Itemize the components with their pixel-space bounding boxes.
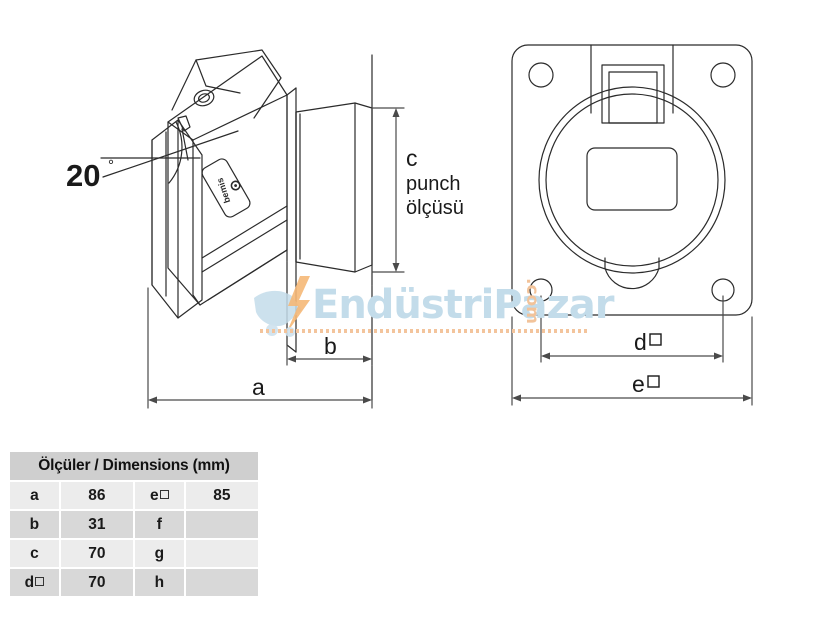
cell-key-h: h bbox=[134, 569, 184, 596]
cell-value-f bbox=[185, 511, 258, 538]
brand-gear-hub-icon bbox=[234, 184, 238, 187]
cell-value-a: 86 bbox=[60, 482, 133, 509]
side-view-rear-body bbox=[295, 102, 373, 273]
dimension-e-square-icon bbox=[647, 375, 660, 388]
square-symbol-icon bbox=[159, 489, 169, 499]
table-row: b 31 f bbox=[10, 511, 258, 538]
dimension-a-label: a bbox=[252, 374, 265, 400]
table-header-row: Ölçüler / Dimensions (mm) bbox=[10, 452, 258, 480]
dimension-d-square-icon bbox=[649, 333, 662, 346]
brand-badge bbox=[201, 158, 251, 218]
dimension-c-note-line2: ölçüsü bbox=[406, 197, 464, 219]
cell-key-e: e bbox=[134, 482, 184, 509]
cell-key-d-text: d bbox=[24, 573, 35, 591]
cell-key-b: b bbox=[10, 511, 59, 538]
dimension-d-label: d bbox=[634, 329, 647, 355]
table-row: a 86 e 85 bbox=[10, 482, 258, 509]
angle-value-label: 20 bbox=[66, 158, 100, 193]
front-view-plate bbox=[511, 44, 753, 316]
dimension-e-label: e bbox=[632, 371, 645, 397]
angle-annotation bbox=[100, 121, 239, 184]
dimensions-table-title: Ölçüler / Dimensions (mm) bbox=[10, 452, 258, 480]
cell-value-d: 70 bbox=[60, 569, 133, 596]
cell-key-f: f bbox=[134, 511, 184, 538]
cell-value-h bbox=[185, 569, 258, 596]
brand-gear-icon bbox=[230, 180, 241, 191]
cell-key-g: g bbox=[134, 540, 184, 567]
brand-wordmark-group: bemis bbox=[215, 177, 241, 204]
side-view-socket-housing bbox=[151, 49, 288, 319]
cell-value-e: 85 bbox=[185, 482, 258, 509]
dimension-c-label: c bbox=[406, 145, 418, 171]
dimension-e bbox=[511, 316, 753, 406]
cell-value-c: 70 bbox=[60, 540, 133, 567]
table-row: d 70 h bbox=[10, 569, 258, 596]
cell-value-b: 31 bbox=[60, 511, 133, 538]
dimension-b-label: b bbox=[324, 333, 337, 359]
dimensions-table: Ölçüler / Dimensions (mm) a 86 e 85 b 31… bbox=[8, 450, 260, 598]
dimension-e-label-group: e bbox=[632, 371, 660, 397]
dimension-a bbox=[147, 287, 373, 409]
dimension-d bbox=[540, 295, 724, 363]
dimension-c-note-line1: punch bbox=[406, 173, 461, 195]
square-symbol-icon bbox=[35, 576, 45, 586]
cell-key-d: d bbox=[10, 569, 59, 596]
dimension-c bbox=[371, 107, 405, 273]
cell-key-c: c bbox=[10, 540, 59, 567]
table-row: c 70 g bbox=[10, 540, 258, 567]
angle-degree-symbol: ° bbox=[108, 157, 114, 174]
cell-key-a: a bbox=[10, 482, 59, 509]
cell-value-g bbox=[185, 540, 258, 567]
dimension-d-label-group: d bbox=[634, 329, 662, 355]
cell-key-e-text: e bbox=[150, 486, 159, 504]
